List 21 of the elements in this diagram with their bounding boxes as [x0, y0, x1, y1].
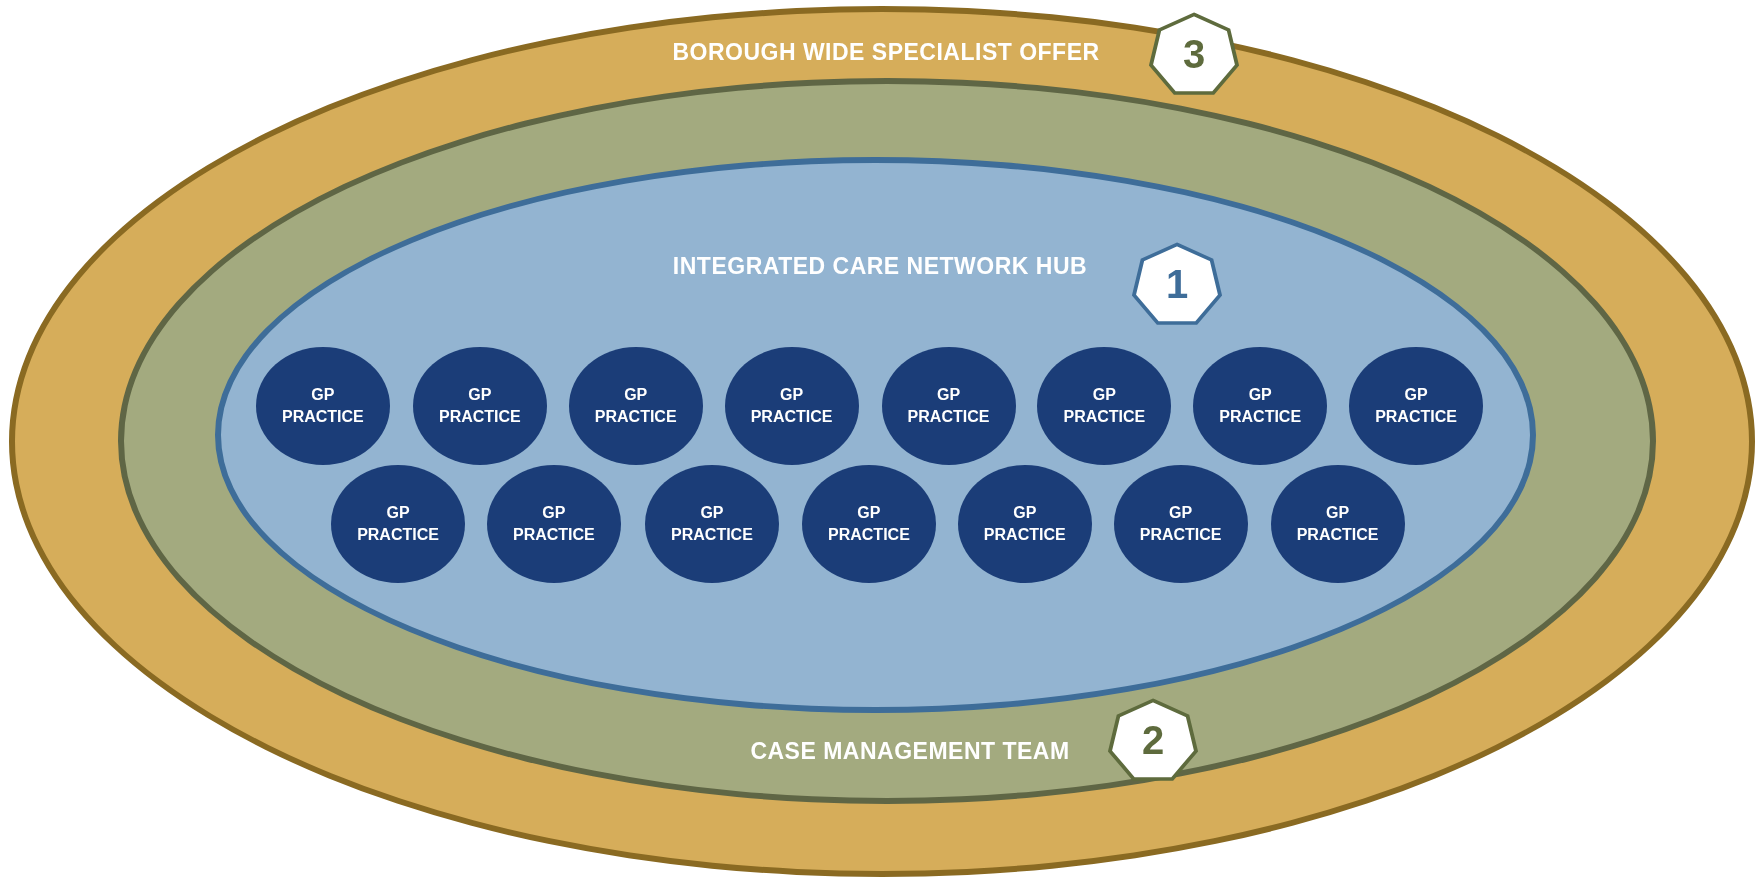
ring-title: CASE MANAGEMENT TEAM [750, 737, 1070, 765]
practice-circle: GP PRACTICE [881, 346, 1016, 465]
step-number: 1 [1165, 261, 1189, 307]
step-number: 3 [1182, 31, 1206, 77]
practice-circle: GP PRACTICE [644, 464, 779, 583]
practice-circle: GP PRACTICE [255, 346, 390, 465]
practice-circle: GP PRACTICE [1270, 464, 1405, 583]
practice-circle: GP PRACTICE [1349, 346, 1484, 465]
practice-circle: GP PRACTICE [1037, 346, 1172, 465]
ring-title: BOROUGH WIDE SPECIALIST OFFER [672, 38, 1100, 66]
step-number: 2 [1141, 717, 1165, 763]
practice-circle: GP PRACTICE [331, 464, 465, 583]
practice-circle: GP PRACTICE [1113, 464, 1248, 583]
practice-circle: GP PRACTICE [957, 464, 1092, 583]
practice-circle: GP PRACTICE [568, 346, 703, 465]
practice-circle: GP PRACTICE [1193, 346, 1328, 465]
ring-title: INTEGRATED CARE NETWORK HUB [672, 252, 1088, 280]
practice-circle: GP PRACTICE [486, 464, 621, 583]
practice-circle: GP PRACTICE [412, 346, 547, 465]
practice-circle: GP PRACTICE [801, 464, 936, 583]
practice-circle: GP PRACTICE [724, 346, 859, 465]
